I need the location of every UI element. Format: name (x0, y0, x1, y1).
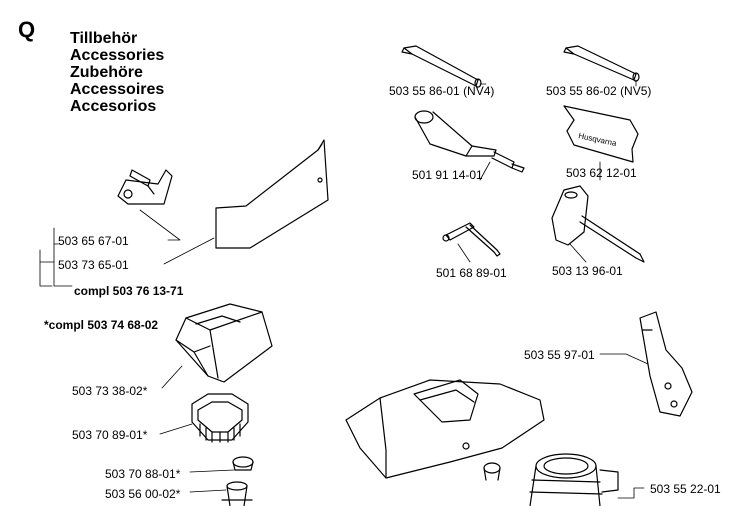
part-label-hex-key-nv5: 503 55 86-02 (NV5) (546, 84, 652, 98)
leader-lines (39, 79, 649, 499)
part-label-file-holder: 501 91 14-01 (412, 168, 483, 182)
part-label-filter-holder: 503 56 00-02* (105, 487, 181, 501)
file-holder-drawing (414, 110, 525, 173)
hex-key-nv4-drawing (401, 45, 482, 88)
filter-ring-drawing (232, 456, 254, 471)
filter-holder-drawing (221, 481, 253, 506)
decal-brand-text: Husqvarna (578, 131, 618, 148)
part-label-filter-compl: *compl 503 74 68-02 (44, 318, 159, 332)
hex-key-nv5-drawing (563, 45, 640, 82)
part-label-filter-cover: 503 73 38-02* (72, 384, 148, 398)
part-label-t-wrench: 501 68 89-01 (436, 266, 507, 280)
part-label-decal: 503 62 12-01 (566, 166, 637, 180)
title-french: Accessoires (70, 81, 165, 98)
title-english: Accessories (70, 47, 165, 64)
deflector-drawing (215, 139, 329, 249)
combi-wrench-drawing (551, 185, 645, 263)
part-label-deflector-compl: compl 503 76 13-71 (74, 284, 184, 298)
filter-cover-drawing (175, 303, 273, 383)
part-label-combi-wrench: 503 13 96-01 (552, 264, 623, 278)
air-filter-drawing (191, 393, 249, 443)
part-label-cylinder: 503 55 22-01 (650, 482, 721, 496)
decal-drawing (563, 105, 639, 163)
part-label-filter-ring: 503 70 88-01* (105, 467, 181, 481)
title-block: Tillbehör Accessories Zubehöre Accessoir… (70, 30, 164, 115)
part-label-hex-key-nv4: 503 55 86-01 (NV4) (389, 84, 495, 98)
cylinder-drawing (529, 453, 619, 506)
t-wrench-drawing (442, 222, 501, 257)
clip-drawing (117, 169, 173, 205)
engine-cover-drawing (345, 379, 545, 481)
part-label-deflector: 503 73 65-01 (58, 258, 129, 272)
title-german: Zubehöre (70, 64, 143, 81)
title-swedish: Tillbehör (70, 30, 138, 47)
part-label-bracket: 503 55 97-01 (524, 348, 595, 362)
part-label-air-filter: 503 70 89-01* (72, 428, 148, 442)
bracket-drawing (639, 311, 693, 417)
title-spanish: Accesorios (70, 98, 157, 115)
section-letter: Q (18, 17, 36, 42)
part-label-clip: 503 65 67-01 (58, 234, 129, 248)
